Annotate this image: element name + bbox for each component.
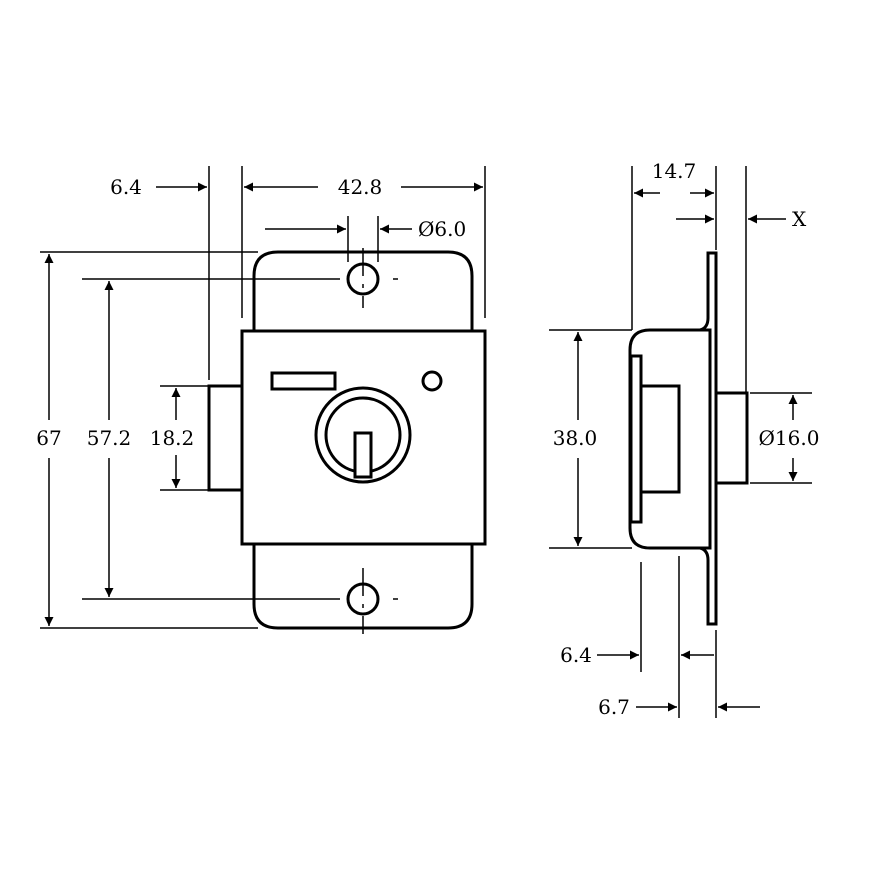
dim-bolt-offset-label: 6.4 (560, 643, 592, 667)
dim-bolt-projection-label: 6.4 (110, 175, 142, 199)
dim-bolt-height-label: 18.2 (150, 426, 195, 450)
side-cylinder (714, 391, 749, 485)
keyway (353, 431, 373, 479)
pin (421, 370, 443, 392)
dim-case-height-label: 38.0 (553, 426, 598, 450)
front-view: 6.4 42.8 Ø6.0 67 57.2 18.2 (36, 166, 487, 634)
side-bolt (639, 384, 681, 494)
bolt (207, 384, 245, 492)
slot (270, 371, 337, 391)
dim-cylinder-diameter-label: Ø16.0 (759, 426, 820, 450)
dim-x-label: X (792, 207, 807, 231)
dim-case-depth-label: 14.7 (652, 159, 697, 183)
side-view: 14.7 X 38.0 Ø16.0 6.4 6.7 (549, 159, 819, 719)
dim-overall-width-label: 42.8 (338, 175, 383, 199)
dim-plate-offset-label: 6.7 (598, 695, 630, 719)
dim-overall-height-label: 67 (36, 426, 61, 450)
dim-hole-diameter-label: Ø6.0 (418, 217, 466, 241)
dim-hole-spacing-label: 57.2 (87, 426, 132, 450)
